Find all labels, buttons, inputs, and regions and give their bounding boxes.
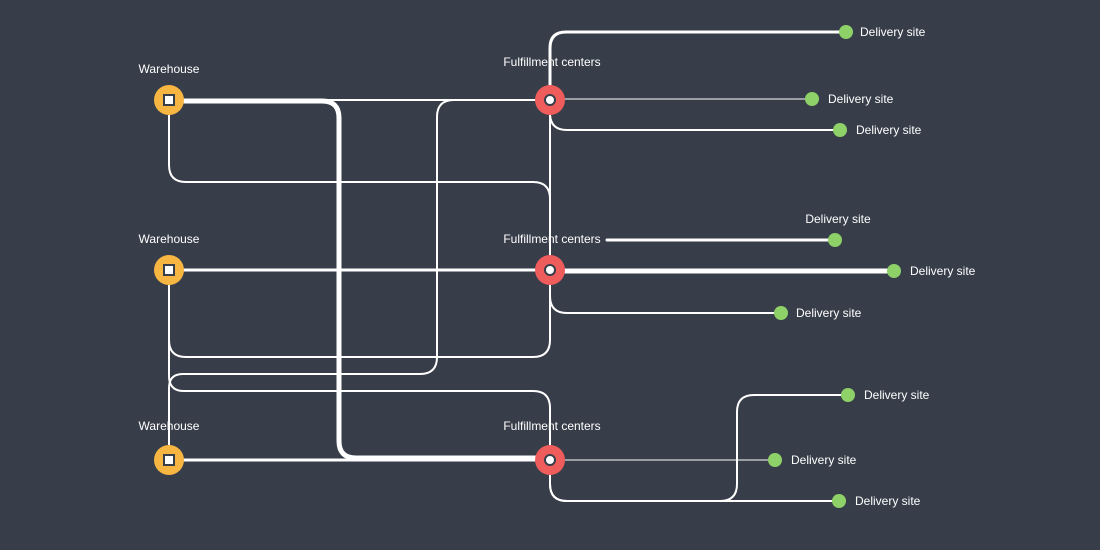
delivery-site-marker — [774, 306, 788, 320]
delivery-site-8[interactable]: Delivery site — [768, 453, 857, 467]
fulfillment-node-1[interactable]: Fulfillment centers — [503, 55, 601, 115]
delivery-site-6[interactable]: Delivery site — [774, 306, 862, 320]
link-f3-d9 — [549, 459, 840, 502]
delivery-site-marker — [841, 388, 855, 402]
delivery-site-marker — [832, 494, 846, 508]
delivery-site-label: Delivery site — [855, 494, 921, 508]
delivery-site-marker — [833, 123, 847, 137]
warehouse-icon — [163, 264, 175, 276]
link-f1-d1 — [548, 30, 848, 102]
delivery-site-marker — [805, 92, 819, 106]
fulfillment-node-3[interactable]: Fulfillment centers — [503, 419, 601, 475]
delivery-site-4[interactable]: Delivery site — [805, 212, 871, 247]
links-layer — [166, 98, 553, 462]
delivery-site-label: Delivery site — [860, 25, 926, 39]
delivery-site-marker — [839, 25, 853, 39]
warehouse-label: Warehouse — [139, 62, 200, 76]
fulfillment-label: Fulfillment centers — [503, 55, 600, 69]
delivery-site-marker — [887, 264, 901, 278]
link-w2-f3 — [168, 269, 551, 461]
link-f3-d7 — [549, 394, 849, 502]
delivery-site-1[interactable]: Delivery site — [839, 25, 926, 39]
fulfillment-icon — [544, 264, 556, 276]
delivery-site-9[interactable]: Delivery site — [832, 494, 921, 508]
fulfillment-label: Fulfillment centers — [503, 232, 600, 246]
delivery-site-5[interactable]: Delivery site — [887, 264, 976, 278]
warehouse-node-1[interactable]: Warehouse — [139, 62, 200, 115]
warehouse-node-3[interactable]: Warehouse — [139, 419, 200, 475]
delivery-site-label: Delivery site — [796, 306, 862, 320]
fulfillment-icon — [544, 94, 556, 106]
fulfillment-label: Fulfillment centers — [503, 419, 600, 433]
warehouse-icon — [163, 454, 175, 466]
delivery-site-label: Delivery site — [805, 212, 871, 226]
delivery-site-label: Delivery site — [791, 453, 857, 467]
delivery-site-marker — [768, 453, 782, 467]
warehouse-label: Warehouse — [139, 232, 200, 246]
link-f1-d3 — [549, 99, 841, 131]
delivery-site-2[interactable]: Delivery site — [805, 92, 894, 106]
warehouse-node-2[interactable]: Warehouse — [139, 232, 200, 285]
link-w1-f3 — [166, 98, 553, 461]
fulfillment-node-2[interactable]: Fulfillment centers — [503, 232, 601, 285]
warehouse-icon — [163, 94, 175, 106]
link-w2-f1 — [168, 107, 551, 358]
link-f2-d6 — [549, 269, 782, 314]
delivery-site-marker — [828, 233, 842, 247]
delivery-site-label: Delivery site — [856, 123, 922, 137]
delivery-site-label: Delivery site — [828, 92, 894, 106]
fulfillment-icon — [544, 454, 556, 466]
delivery-site-label: Delivery site — [864, 388, 930, 402]
delivery-site-label: Delivery site — [910, 264, 976, 278]
link-w1-f2 — [168, 99, 551, 271]
delivery-site-7[interactable]: Delivery site — [841, 388, 930, 402]
warehouse-label: Warehouse — [139, 419, 200, 433]
link-w3-f1 — [168, 99, 551, 461]
delivery-site-3[interactable]: Delivery site — [833, 123, 922, 137]
